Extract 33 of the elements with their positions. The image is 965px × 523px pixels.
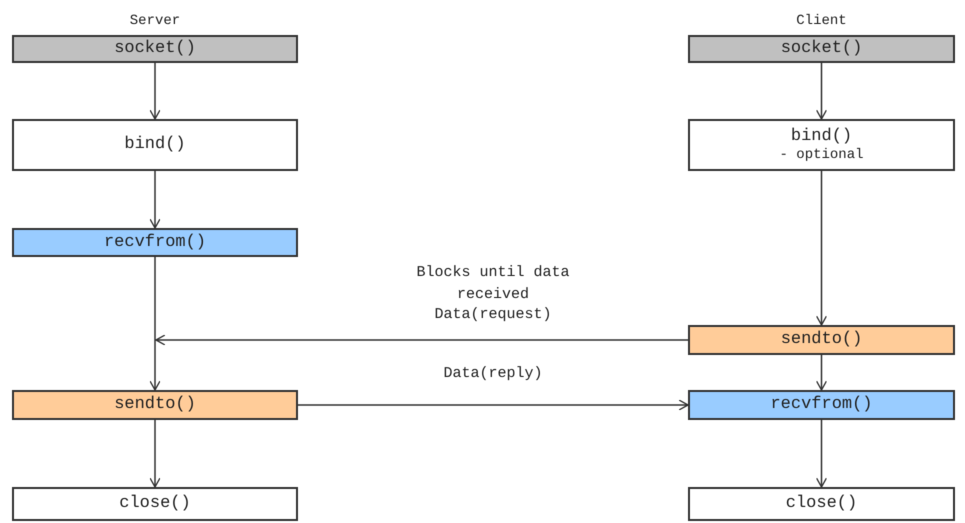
arrow	[816, 420, 828, 488]
function-box	[688, 487, 955, 521]
function-box	[12, 228, 298, 257]
arrow	[149, 257, 161, 391]
arrow	[155, 334, 688, 346]
function-name: close()	[786, 494, 858, 514]
function-name: close()	[119, 494, 191, 514]
function-box	[12, 487, 298, 521]
function-box	[688, 390, 955, 420]
function-name: socket()	[780, 39, 862, 59]
column-heading: Server	[128, 13, 182, 29]
function-name: bind()	[124, 135, 186, 155]
function-name: sendto()	[114, 395, 196, 415]
column-heading: Client	[795, 13, 848, 29]
function-name: socket()	[114, 39, 196, 59]
function-box	[688, 119, 955, 171]
arrow	[816, 63, 828, 120]
function-name: recvfrom()	[104, 232, 206, 252]
function-name: sendto()	[780, 330, 862, 350]
function-box	[12, 119, 298, 171]
function-box	[688, 35, 955, 63]
arrow	[149, 63, 161, 120]
function-name: recvfrom()	[770, 395, 873, 415]
function-box	[12, 35, 298, 63]
arrow	[149, 171, 161, 229]
arrow	[298, 399, 689, 411]
arrow	[149, 420, 161, 488]
function-box	[12, 390, 298, 420]
note-text: - optional	[779, 146, 864, 164]
function-box	[688, 325, 955, 355]
arrow	[816, 355, 828, 391]
arrow	[816, 171, 828, 326]
function-name: bind()	[790, 126, 852, 146]
